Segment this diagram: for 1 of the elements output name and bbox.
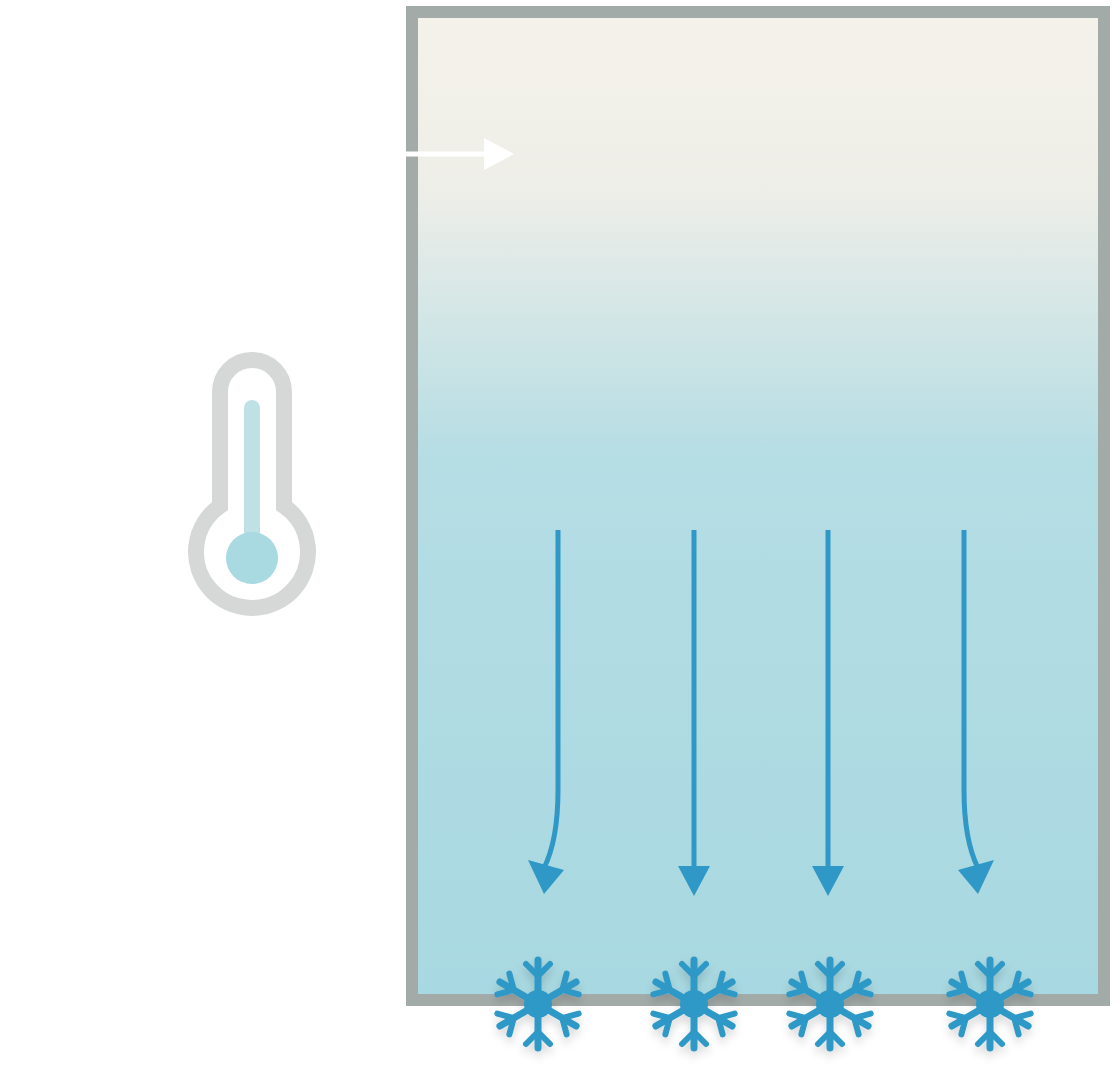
tank-box <box>406 6 1110 1006</box>
